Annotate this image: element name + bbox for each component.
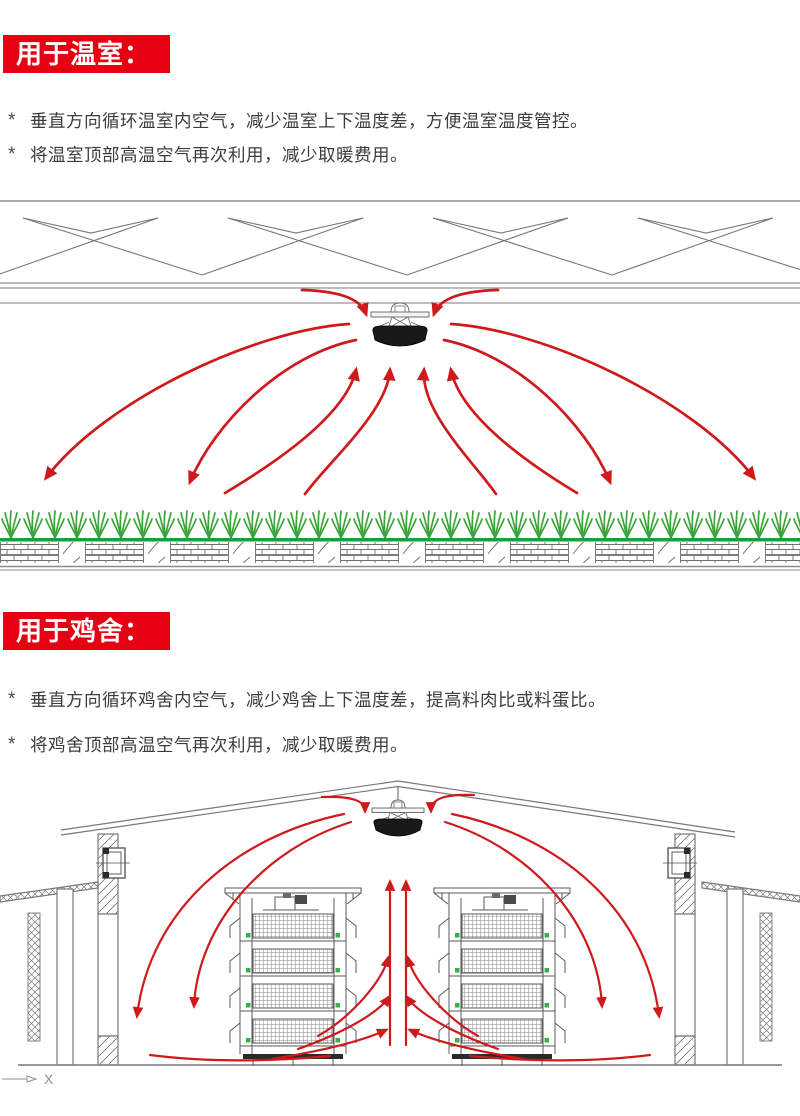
- greenhouse-airflow-diagram: [0, 200, 800, 571]
- circulation-fan-icon: [370, 302, 430, 347]
- greenhouse-airflow-arrows: [43, 288, 757, 496]
- bullet-star: *: [8, 144, 16, 165]
- bullet-text: 垂直方向循环鸡舍内空气，减少鸡舍上下温度差，提高料肉比或料蛋比。: [30, 690, 606, 710]
- side-vent-box-icon: [96, 847, 697, 879]
- bullet-item: * 将温室顶部高温空气再次利用，减少取暖费用。: [8, 142, 788, 167]
- bullet-item: * 将鸡舍顶部高温空气再次利用，减少取暖费用。: [8, 732, 788, 757]
- bullet-text: 将鸡舍顶部高温空气再次利用，减少取暖费用。: [30, 735, 408, 755]
- section-title-poultry-house: 用于鸡舍：: [3, 612, 170, 650]
- x-axis-marker: X: [2, 1071, 54, 1087]
- circulation-fan-icon: [371, 799, 425, 837]
- battery-cage-left: [224, 887, 362, 1067]
- poultry-house-airflow-diagram: X: [0, 780, 800, 1087]
- bullet-item: * 垂直方向循环温室内空气，减少温室上下温度差，方便温室温度管控。: [8, 108, 788, 133]
- bullet-star: *: [8, 110, 16, 131]
- x-axis-label: X: [44, 1071, 54, 1087]
- poultry-airflow-arrows: [132, 793, 664, 1062]
- bullet-star: *: [8, 689, 16, 710]
- bullet-text: 将温室顶部高温空气再次利用，减少取暖费用。: [30, 145, 408, 165]
- greenhouse-crop-ground: [0, 509, 800, 571]
- greenhouse-roof-truss: [0, 200, 800, 304]
- bullet-star: *: [8, 734, 16, 755]
- battery-cage-right: [433, 887, 571, 1067]
- section-title-greenhouse: 用于温室：: [3, 35, 170, 73]
- bullet-item: * 垂直方向循环鸡舍内空气，减少鸡舍上下温度差，提高料肉比或料蛋比。: [8, 687, 788, 712]
- bullet-text: 垂直方向循环温室内空气，减少温室上下温度差，方便温室温度管控。: [30, 111, 588, 131]
